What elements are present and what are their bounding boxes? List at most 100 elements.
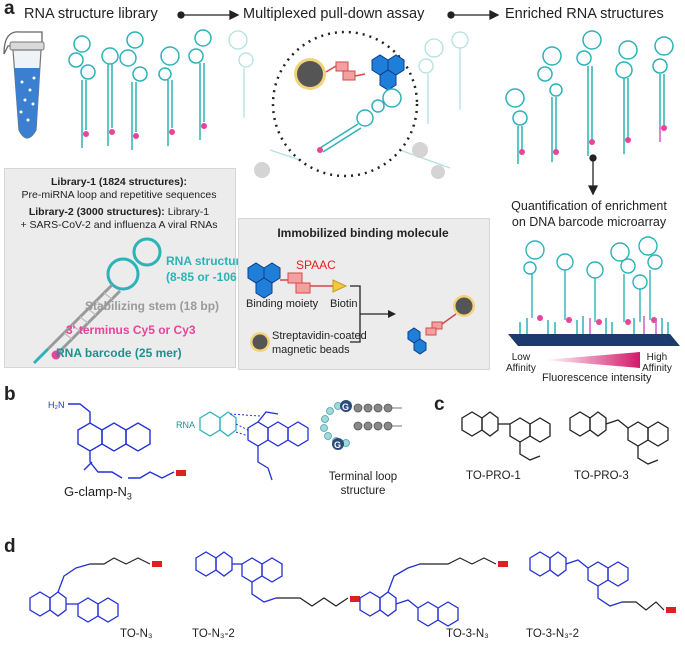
to-3-n3-molecule [359,563,459,627]
magnified-rna [319,88,402,153]
to-3-n3-2-azide [666,607,676,613]
terminus-label: 3' terminus Cy5 or Cy3 [66,323,196,337]
gclamp-partner [247,411,309,481]
panel-c-structures [461,411,669,465]
low-affinity-label: Low Affinity [506,352,536,374]
g-letter-bottom: G [334,440,341,450]
to-pro-1-label: TO-PRO-1 [466,470,521,482]
enriched-terminus-dots [519,125,667,155]
rna-label: RNA [176,420,195,430]
magnified-linker [325,61,366,81]
stem-label: Stabilizing stem (18 bp) [85,299,220,313]
gclamp-h2n: H₂N [48,400,65,410]
gclamp-label: G-clamp-N3 [64,484,132,502]
to-n3-2-molecule [195,551,283,603]
tube-icon [3,31,45,139]
library-terminus-dots [83,123,207,139]
to-n3-2-label: TO-N₃-2 [192,628,235,640]
enriched-barcodes [517,138,625,164]
biotin-label: Biotin [330,298,358,310]
library-rna-hairpins [68,29,212,132]
step-pulldown-heading: Multiplexed pull-down assay [243,6,425,22]
panel-b-letter: b [4,384,16,405]
library-box [4,168,236,368]
panel-b-structures: H₂N RNA G G [48,400,402,481]
bead-icon [250,332,270,352]
microarray-probes-pink [589,316,657,334]
library-2-desc-1: Library-1 [164,206,210,218]
library-1-text: Library-1 (1824 structures): Pre-miRNA l… [6,176,232,202]
library-rna-barcodes [81,122,201,150]
to-n3-molecule [29,563,119,623]
low-affinity-2: Affinity [506,363,536,374]
library-2-title: Library-2 (3000 structures): [28,206,165,218]
beads-label-2: magnetic beads [272,344,350,356]
quant-line-1: Quantification of enrichment [511,199,667,213]
to-3-n3-label: TO-3-N₃ [446,628,489,640]
magnified-terminus-dot [317,147,323,153]
fluorescence-label: Fluorescence intensity [542,372,652,384]
terminal-loop-stem [353,403,402,431]
library-2-text: Library-2 (3000 structures): Library-1 +… [6,206,232,232]
to-pro-1-molecule [461,411,551,461]
azide-mark [176,470,186,476]
panel-d-structures [29,551,676,627]
step-arrow-1 [177,9,240,21]
panel-c-letter: c [434,394,445,415]
microarray-slide [508,334,680,346]
microarray-rna [523,236,663,322]
pulldown-faded-beads [254,142,445,179]
quant-arrow [587,154,599,196]
terminal-loop-label: Terminal loop structure [318,470,408,498]
step-library-heading: RNA structure library [24,6,158,22]
to-3-n3-2-molecule [529,551,629,607]
binding-moiety-label: Binding moiety [246,298,319,310]
beads-label-1: Streptavidin-coated [272,330,367,342]
immobilized-title: Immobilized binding molecule [277,226,449,240]
affinity-gradient [544,352,640,368]
panel-a-letter: a [4,0,15,19]
enriched-rna-hairpins [505,30,674,150]
gclamp-name: G-clamp-N [64,484,127,499]
panel-a-graphics [3,9,680,368]
pulldown-faded-rna [228,30,469,171]
to-pro-3-label: TO-PRO-3 [574,470,629,482]
magnified-bead [294,58,326,90]
step-enriched-heading: Enriched RNA structures [505,6,664,22]
g-letter-top: G [342,402,349,412]
gclamp-subscript: 3 [126,491,132,502]
terminal-loop-g-beads [332,400,352,450]
bracket-arrow [350,285,388,343]
gclamp-guanine-pair [199,411,237,437]
low-affinity-1: Low [511,352,531,363]
step-arrow-2 [447,9,500,21]
high-affinity-2: Affinity [642,363,672,374]
spaac-label: SPAAC [296,258,336,272]
quantification-text: Quantification of enrichment on DNA barc… [496,198,682,230]
immobilized-diagram [247,262,475,355]
spaac-linker-icon [287,272,311,294]
library-1-desc: Pre-miRNA loop and repetitive sequences [21,189,217,201]
to-n3-label: TO-N₃ [120,628,153,640]
high-affinity-1: High [646,352,668,363]
library-1-title: Library-1 (1824 structures): [51,176,187,188]
library-2-desc-2: + SARS-CoV-2 and influenza A viral RNAs [20,219,218,231]
magnified-binding-moiety [371,54,405,91]
to-3-n3-2-label: TO-3-N₃-2 [526,628,580,640]
quant-line-2: on DNA barcode microarray [511,215,667,229]
terminal-loop-line-1: Terminal loop [328,471,398,483]
gclamp-molecule [68,403,175,479]
to-3-n3-azide [498,561,508,567]
immobilized-box [238,218,490,370]
microarray-probes [519,316,669,334]
assembled-probe-icon [407,295,475,355]
terminal-loop-line-2: structure [340,485,386,497]
library-hairpin-diagram [32,237,162,365]
microarray-dots [537,315,657,325]
magnifier-circle [271,30,419,178]
to-pro-3-molecule [569,411,669,465]
barcode-label: RNA barcode (25 mer) [56,346,182,360]
to-n3-2-azide [350,596,360,602]
high-affinity-label: High Affinity [642,352,672,374]
rna-structure-label: RNA structure [166,254,247,268]
